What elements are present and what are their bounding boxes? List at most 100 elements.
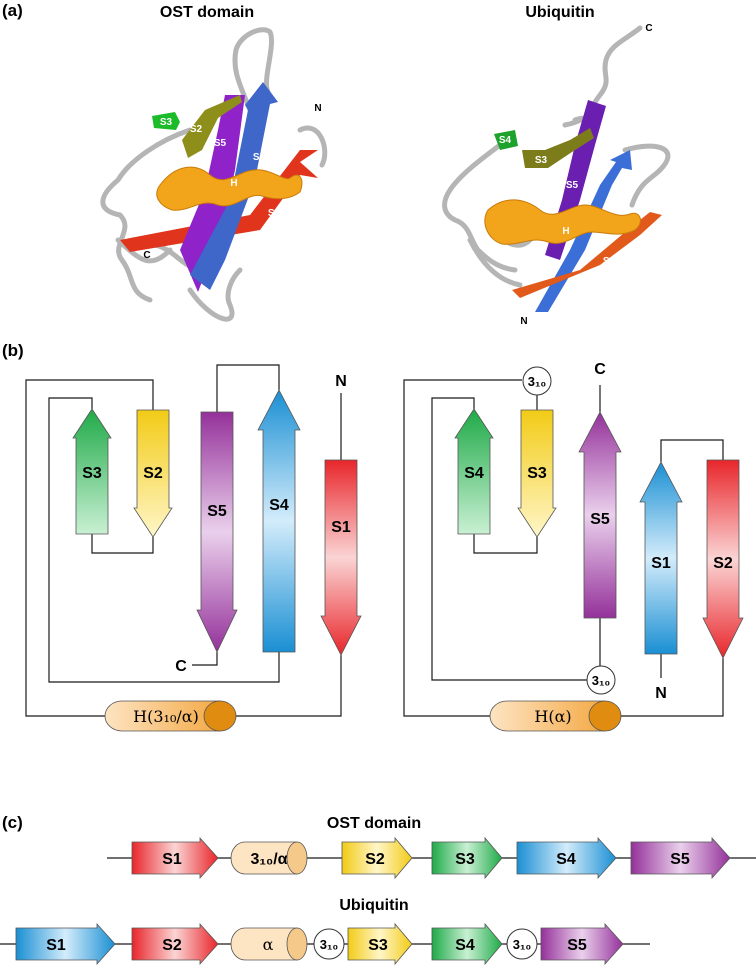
ost-linear-s5-label: S5: [670, 851, 690, 868]
ubq-topology-n-terminus: N: [655, 685, 667, 702]
ubq-connector-helix-turn1: [403, 379, 522, 717]
ost-ribbon-s4-label: S4: [253, 152, 266, 163]
ost-ribbon-n-terminus: N: [314, 103, 321, 114]
ubq-topology-s5-arrow: [578, 411, 622, 619]
ubq-linear-s4-label: S4: [455, 937, 475, 954]
ubq-topology-s1-label: S1: [651, 555, 671, 572]
ubiquitin-ribbon-s4: [494, 130, 518, 150]
ubiquitin-loop: [442, 25, 671, 288]
ubq-topology-helix: [489, 700, 622, 732]
ubiquitin-ribbon-n-terminus: N: [520, 316, 527, 327]
ubiquitin-ribbon-s1-label: S1: [610, 187, 623, 198]
ost-ribbon-title: OST domain: [160, 4, 254, 21]
ost-connector-s4-s5: [216, 364, 280, 412]
ubq-linear-turn1-label: 3₁₀: [320, 937, 339, 952]
ubiquitin-topology-diagram: 3₁₀ 3₁₀ S4 S3 S5 S1 S2 C N H(α): [403, 361, 744, 732]
ost-ribbon-helix-label: H: [230, 178, 237, 189]
ubq-topology-c-terminus: C: [594, 361, 606, 378]
ubq-topology-s4-label: S4: [464, 465, 484, 482]
ubiquitin-ribbon-helix: [484, 199, 641, 245]
ost-linear-s4-label: S4: [556, 851, 576, 868]
ubiquitin-ribbon-helix-label: H: [562, 226, 569, 237]
ubiquitin-ribbon-s5-label: S5: [566, 180, 579, 191]
ubiquitin-ribbon-s2-label: S2: [603, 256, 616, 267]
ubq-connector-s2-helix: [621, 658, 724, 717]
ubiquitin-ribbon-c-terminus: C: [645, 23, 652, 34]
ost-ribbon-helix: [156, 166, 303, 211]
ubq-connector-s3-s4: [473, 534, 538, 554]
ubq-linear-turn1-circle: [313, 928, 345, 960]
ost-ribbon-s5-label: S5: [214, 138, 227, 149]
ost-topology-c-terminus: C: [175, 658, 187, 675]
ost-ribbon-s2-label: S2: [190, 124, 203, 135]
ost-topology-s5-arrow: [196, 411, 238, 653]
ost-linear-s1-label: S1: [162, 851, 182, 868]
ubq-connector-s1-s2: [660, 439, 724, 462]
ubq-topology-turn1-circle: [522, 366, 552, 396]
ost-topology-s1-label: S1: [331, 519, 351, 536]
ost-connector-helix-s2: [25, 379, 154, 717]
ost-topology-s2-arrow: [133, 409, 173, 538]
ost-linear-s3: [431, 836, 503, 880]
ubq-linear-s4: [431, 922, 503, 966]
ubq-topology-s2-arrow: [702, 459, 744, 659]
ost-linear-s4: [516, 836, 617, 880]
ubiquitin-ribbon-s3-label: S3: [535, 155, 548, 166]
ubiquitin-ribbon-s3: [522, 128, 594, 168]
ubq-topology-s5-label: S5: [590, 511, 610, 528]
ost-ribbon-c-terminus: C: [143, 250, 150, 261]
ost-topology-s4-label: S4: [269, 497, 289, 514]
ost-linear-s2-label: S2: [365, 851, 385, 868]
ost-linear-helix: [230, 841, 308, 875]
ubq-linear-turn2-label: 3₁₀: [513, 937, 532, 952]
ost-linear-helix-label: 3₁₀/α: [250, 851, 287, 868]
ubiquitin-linear-map: S1 S2 α 3₁₀ S3 S4 3₁₀ S5: [0, 922, 650, 966]
ost-topology-s3-arrow: [72, 408, 112, 535]
ubq-topology-s4-arrow: [454, 408, 494, 535]
ubq-linear-turn2-circle: [506, 928, 538, 960]
ost-topology-s3-label: S3: [82, 465, 102, 482]
ubq-linear-s5-label: S5: [567, 937, 587, 954]
ost-connector-s1-helix: [236, 655, 342, 717]
ost-ribbon-model: S3 S2 S5 S4 H S1 N C: [100, 27, 328, 322]
ost-ribbon-s2: [182, 95, 242, 158]
ost-linear-s1: [131, 836, 219, 880]
ost-linear-map: S1 3₁₀/α S2 S3 S4 S5: [107, 836, 756, 880]
ost-topology-s5-label: S5: [207, 503, 227, 520]
ubq-topology-s2-label: S2: [713, 555, 733, 572]
ost-topology-helix-label: H(3₁₀/α): [133, 707, 199, 726]
ubq-linear-s3: [347, 922, 413, 966]
panel-label-c: (c): [2, 813, 23, 832]
ubq-linear-s3-label: S3: [368, 937, 388, 954]
ost-linear-s2: [341, 836, 413, 880]
ost-topology-diagram: S3 S2 S5 S4 S1 N C H(3₁₀/α): [25, 364, 362, 732]
ost-topology-s2-label: S2: [143, 465, 163, 482]
ost-connector-s5-c: [192, 652, 218, 666]
ost-ribbon-s3-label: S3: [160, 117, 173, 128]
ost-topology-s4-arrow: [257, 389, 301, 653]
ubq-linear-helix: [230, 927, 308, 961]
ubq-topology-turn2-circle: [586, 665, 616, 695]
ost-linear-s5: [630, 836, 731, 880]
ubq-linear-s5: [540, 922, 624, 966]
ost-linear-s3-label: S3: [455, 851, 475, 868]
ost-linear-title: OST domain: [327, 815, 421, 832]
ubq-linear-helix-label: α: [263, 935, 274, 954]
ubiquitin-linear-title: Ubiquitin: [339, 897, 408, 914]
ubiquitin-ribbon-model: S4 S3 S5 S1 H S2 N C: [442, 23, 671, 327]
panel-label-b: (b): [2, 341, 24, 360]
ubq-topology-s1-arrow: [639, 461, 683, 655]
ubq-linear-s2-label: S2: [162, 937, 182, 954]
ubq-topology-turn2-label: 3₁₀: [592, 673, 611, 688]
ubiquitin-ribbon-s4-label: S4: [499, 135, 512, 146]
ost-loop: [100, 27, 328, 322]
ubiquitin-ribbon-title: Ubiquitin: [525, 4, 594, 21]
panel-label-a: (a): [2, 1, 23, 20]
ubq-linear-s1: [15, 922, 116, 966]
ost-ribbon-s3: [152, 112, 180, 130]
ubq-topology-helix-label: H(α): [534, 707, 571, 726]
ubq-topology-turn1-label: 3₁₀: [528, 374, 547, 389]
ost-connector-s3-s4: [48, 397, 280, 683]
ost-ribbon-s1-label: S1: [268, 208, 281, 219]
ost-topology-helix: [104, 700, 237, 732]
